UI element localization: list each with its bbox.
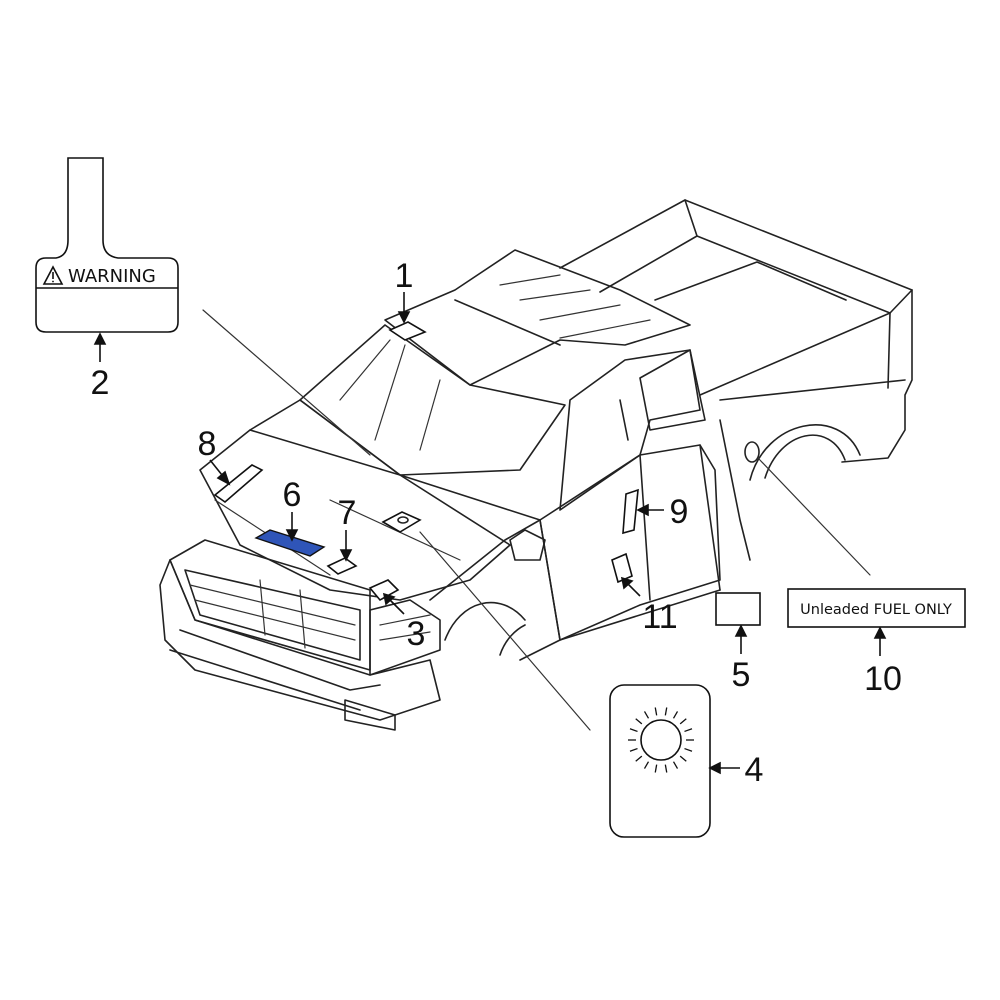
- label-6-highlighted: [254, 529, 326, 557]
- sun-ray: [664, 707, 668, 716]
- sun-decal-label: [609, 684, 711, 838]
- sun-ray: [672, 711, 679, 719]
- sun-ray: [664, 764, 668, 773]
- sun-ray: [643, 711, 650, 719]
- callout-numbers: 1 2 3 4 5 6 7 8 9 10 11: [91, 257, 902, 789]
- fuel-label: Unleaded FUEL ONLY: [787, 588, 966, 628]
- warning-triangle-icon: [42, 265, 64, 285]
- sun-ray: [629, 747, 638, 752]
- callout-7: 7: [338, 494, 357, 532]
- sun-ray: [635, 755, 643, 762]
- callout-6: 6: [283, 476, 302, 514]
- sun-ray: [672, 761, 679, 769]
- callout-4: 4: [745, 751, 764, 789]
- label-3-radiator: [368, 579, 400, 602]
- sun-icon: [628, 707, 694, 773]
- label-9-door: [622, 488, 639, 535]
- leader-lines: [202, 309, 871, 731]
- fuel-label-text: Unleaded FUEL ONLY: [800, 602, 952, 618]
- label-11-jamb: [611, 552, 633, 584]
- truck-illustration: [159, 199, 913, 731]
- callout-10: 10: [864, 660, 902, 698]
- warning-tag: WARNING: [35, 157, 179, 333]
- sun-ray: [679, 755, 687, 762]
- callout-9: 9: [670, 493, 689, 531]
- label-7-hood: [326, 557, 358, 575]
- sun-ray: [679, 718, 687, 725]
- sun-ray: [635, 718, 643, 725]
- sun-ray: [629, 728, 638, 733]
- sun-ray: [684, 747, 693, 752]
- callout-11: 11: [642, 598, 677, 636]
- callout-5: 5: [732, 656, 751, 694]
- sun-ray: [643, 761, 650, 769]
- sun-ray: [654, 707, 658, 716]
- callout-1: 1: [395, 257, 414, 295]
- callout-2: 2: [91, 364, 110, 402]
- warning-text: WARNING: [68, 266, 156, 287]
- sun-ray: [684, 728, 693, 733]
- callout-arrows: [93, 292, 887, 775]
- label-1-roof: [388, 321, 427, 341]
- callout-8: 8: [198, 425, 217, 463]
- callout-3: 3: [407, 615, 426, 653]
- sun-ray: [654, 764, 658, 773]
- label-5-square: [715, 592, 761, 626]
- label-8-strip: [213, 464, 264, 504]
- label-4-hood-decal: [381, 511, 422, 533]
